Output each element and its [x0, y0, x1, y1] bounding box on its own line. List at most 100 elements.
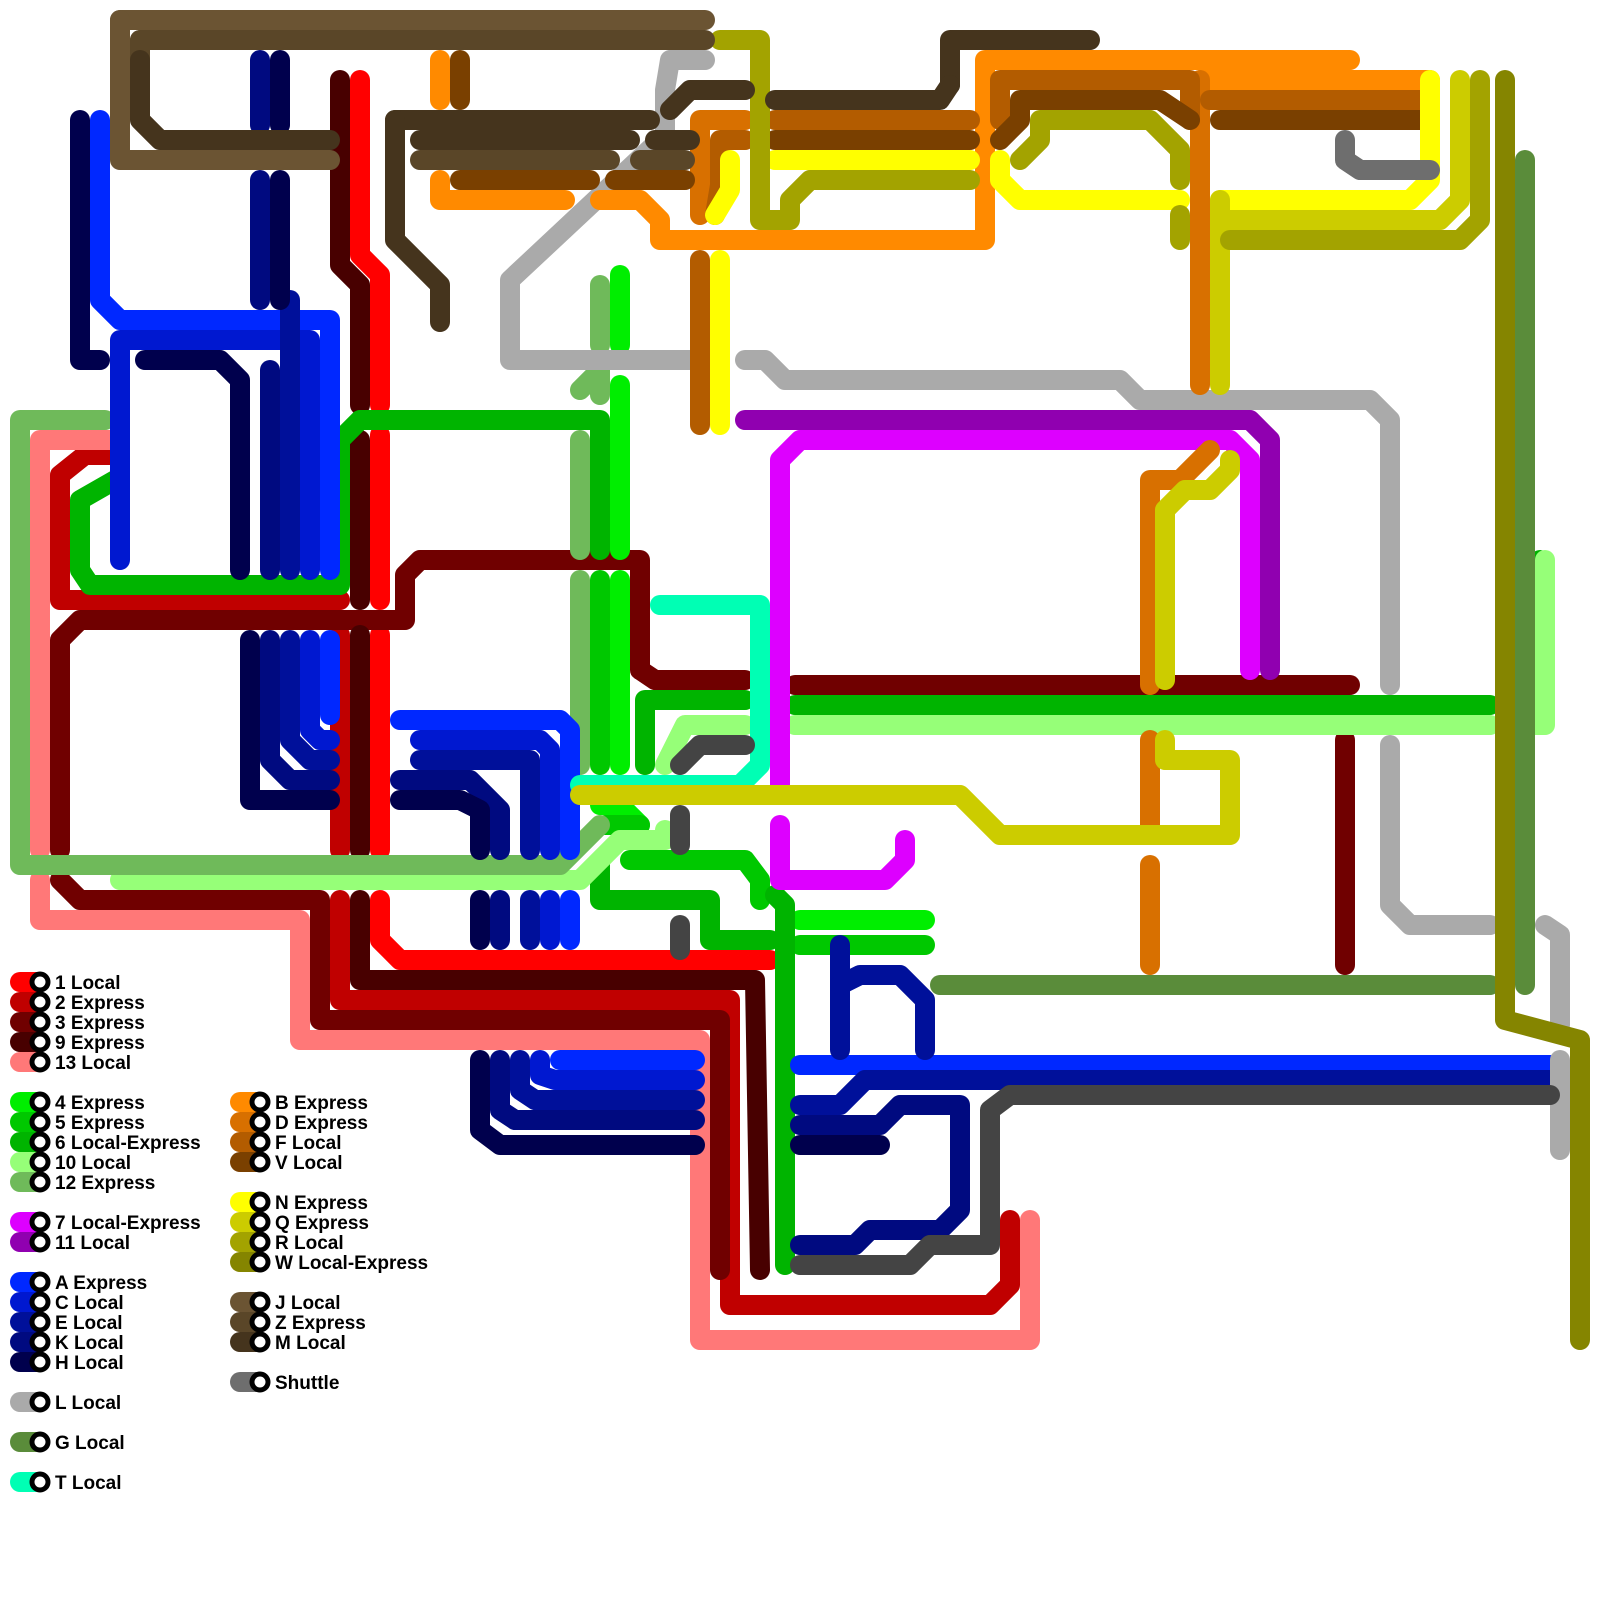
- station-marker-icon: [32, 1354, 48, 1370]
- legend-entry: Shuttle: [240, 1373, 339, 1394]
- station-marker-icon: [252, 1254, 268, 1270]
- station-marker-icon: [32, 1274, 48, 1290]
- legend-label: 11 Local: [55, 1233, 130, 1254]
- route-segment-l: [1545, 925, 1560, 1025]
- station-marker-icon: [32, 1174, 48, 1190]
- route-segment-k: [800, 1105, 960, 1245]
- legend-label: B Express: [275, 1093, 368, 1114]
- legend-label: Z Express: [275, 1313, 366, 1334]
- legend-entry: B Express: [240, 1093, 368, 1114]
- legend-entry: K Local: [20, 1333, 124, 1354]
- route-line-g: [940, 160, 1525, 985]
- route-segment-12: [580, 370, 600, 395]
- legend-entry: 12 Express: [20, 1173, 155, 1194]
- legend-entry: 3 Express: [20, 1013, 145, 1034]
- station-marker-icon: [32, 974, 48, 990]
- station-marker-icon: [252, 1334, 268, 1350]
- legend-label: H Local: [55, 1353, 124, 1374]
- route-segment-h: [400, 800, 480, 850]
- legend-entry: R Local: [240, 1233, 344, 1254]
- station-marker-icon: [32, 1214, 48, 1230]
- route-segment-s: [1345, 140, 1430, 170]
- station-marker-icon: [32, 1154, 48, 1170]
- legend-label: 3 Express: [55, 1013, 145, 1034]
- route-segment-m: [775, 85, 950, 100]
- legend-label: R Local: [275, 1233, 344, 1254]
- legend-label: D Express: [275, 1113, 368, 1134]
- station-marker-icon: [252, 1094, 268, 1110]
- legend-label: V Local: [275, 1153, 343, 1174]
- station-marker-icon: [252, 1154, 268, 1170]
- legend-label: A Express: [55, 1273, 147, 1294]
- legend-entry: J Local: [240, 1293, 340, 1314]
- station-marker-icon: [32, 1034, 48, 1050]
- legend-entry: 6 Local-Express: [20, 1133, 201, 1154]
- station-marker-icon: [32, 1134, 48, 1150]
- station-marker-icon: [252, 1234, 268, 1250]
- legend-label: 5 Express: [55, 1113, 145, 1134]
- route-segment-r: [1020, 120, 1180, 180]
- legend-label: 13 Local: [55, 1053, 131, 1074]
- route-segment-l: [745, 360, 1390, 685]
- legend-entry: E Local: [20, 1313, 123, 1334]
- legend-entry: 7 Local-Express: [20, 1213, 201, 1234]
- legend-label: Shuttle: [275, 1373, 339, 1394]
- legend-entry: G Local: [20, 1433, 125, 1454]
- legend-entry: T Local: [20, 1473, 122, 1494]
- station-marker-icon: [252, 1194, 268, 1210]
- station-marker-icon: [32, 994, 48, 1010]
- station-marker-icon: [252, 1294, 268, 1310]
- legend-entry: 11 Local: [20, 1233, 130, 1254]
- station-marker-icon: [32, 1014, 48, 1030]
- station-marker-icon: [252, 1214, 268, 1230]
- legend-label: 4 Express: [55, 1093, 145, 1114]
- station-marker-icon: [252, 1374, 268, 1390]
- route-segment-q: [1165, 460, 1230, 680]
- station-marker-icon: [252, 1314, 268, 1330]
- legend-entry: M Local: [240, 1333, 346, 1354]
- legend-entry: W Local-Express: [240, 1253, 428, 1274]
- station-marker-icon: [32, 1474, 48, 1490]
- route-segment-s2: [680, 745, 745, 765]
- legend-label: L Local: [55, 1393, 121, 1414]
- station-marker-icon: [32, 1094, 48, 1110]
- legend-label: K Local: [55, 1333, 124, 1354]
- station-marker-icon: [252, 1114, 268, 1130]
- legend-label: 9 Express: [55, 1033, 145, 1054]
- legend-entry: C Local: [20, 1293, 124, 1314]
- route-line-s2: [680, 745, 1550, 1265]
- legend-label: W Local-Express: [275, 1253, 428, 1274]
- station-marker-icon: [32, 1334, 48, 1350]
- legend-label: C Local: [55, 1293, 124, 1314]
- route-line-s: [1345, 140, 1430, 170]
- station-marker-icon: [32, 1294, 48, 1310]
- station-marker-icon: [32, 1434, 48, 1450]
- legend-entry: H Local: [20, 1353, 124, 1374]
- route-segment-m: [670, 90, 745, 110]
- legend-entry: Q Express: [240, 1213, 369, 1234]
- legend-entry: 13 Local: [20, 1053, 131, 1074]
- station-marker-icon: [32, 1394, 48, 1410]
- station-marker-icon: [252, 1134, 268, 1150]
- legend-entry: 4 Express: [20, 1093, 145, 1114]
- legend-entry: 10 Local: [20, 1153, 131, 1174]
- legend-label: N Express: [275, 1193, 368, 1214]
- legend-label: F Local: [275, 1133, 342, 1154]
- legend-label: 7 Local-Express: [55, 1213, 201, 1234]
- legend-label: Q Express: [275, 1213, 369, 1234]
- legend-entry: F Local: [240, 1133, 342, 1154]
- route-segment-l: [1390, 745, 1490, 925]
- route-segment-6: [775, 895, 785, 1265]
- station-marker-icon: [32, 1234, 48, 1250]
- legend-entry: N Express: [240, 1193, 368, 1214]
- legend-entry: 2 Express: [20, 993, 145, 1014]
- legend-entry: D Express: [240, 1113, 368, 1134]
- legend-entry: 5 Express: [20, 1113, 145, 1134]
- legend-label: 1 Local: [55, 973, 120, 994]
- legend-label: 6 Local-Express: [55, 1133, 201, 1154]
- station-marker-icon: [32, 1054, 48, 1070]
- legend-label: J Local: [275, 1293, 340, 1314]
- route-segment-7: [780, 825, 905, 880]
